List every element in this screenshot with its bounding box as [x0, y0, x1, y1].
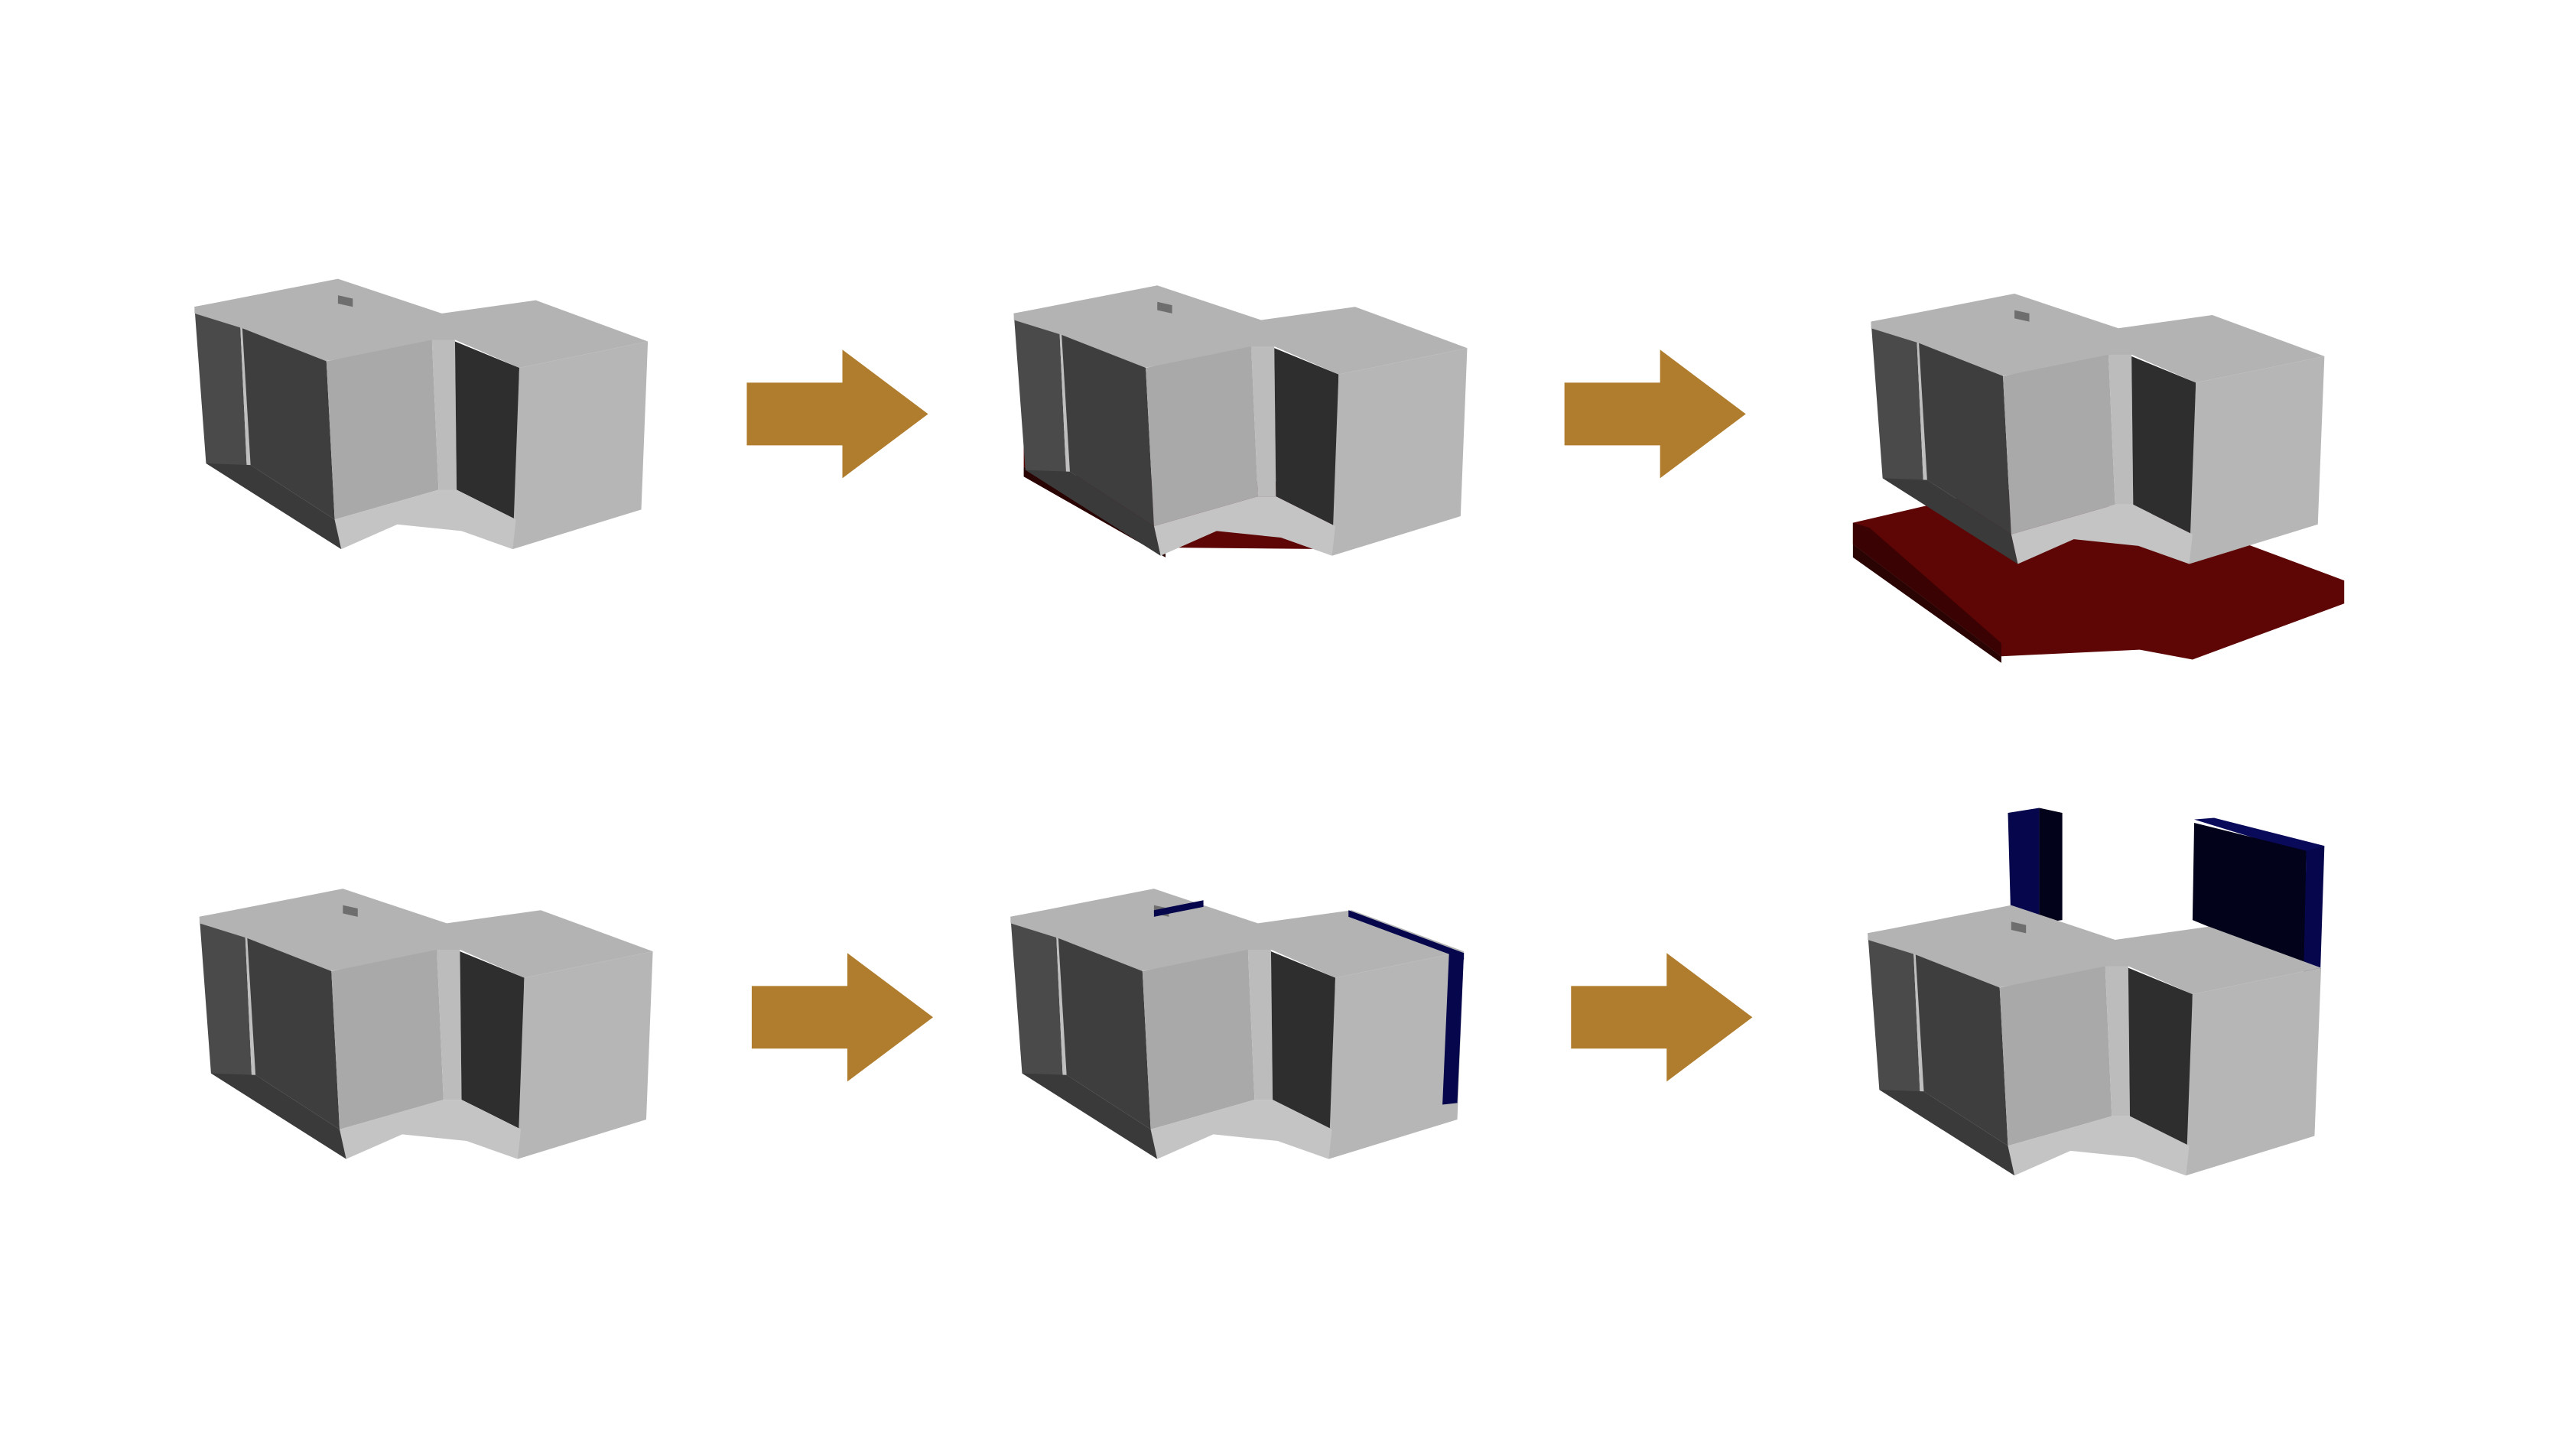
row-1 [194, 278, 2345, 663]
massing-block-1 [194, 278, 649, 550]
massing-block-3 [1852, 294, 2345, 663]
right-arrow-icon [1571, 953, 1753, 1082]
massing-block-4 [199, 889, 653, 1159]
massing-block-6 [1868, 808, 2325, 1176]
right-arrow-icon [751, 953, 934, 1082]
row-2 [199, 808, 2325, 1176]
massing-block-2 [1013, 285, 1468, 557]
raised-panels [2008, 808, 2325, 1003]
right-arrow-icon [1564, 349, 1746, 479]
edge-panels [1153, 900, 1465, 1105]
right-arrow-icon [746, 349, 928, 479]
massing-block-5 [1010, 889, 1465, 1159]
